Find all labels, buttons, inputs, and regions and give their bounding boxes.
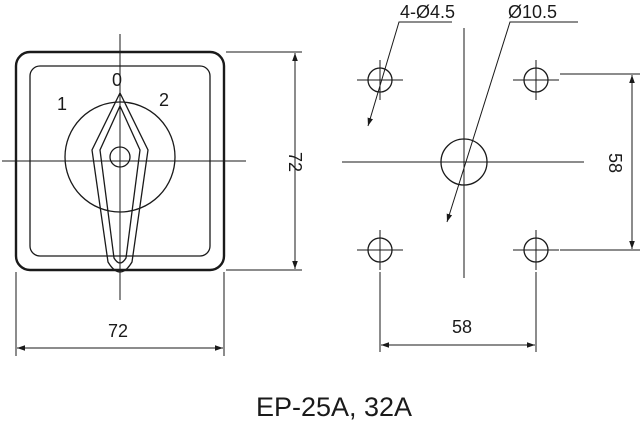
mount-hole-callout: 4-Ø4.5: [400, 2, 455, 22]
position-label-2: 2: [159, 90, 169, 110]
panel-cutout-view: 4-Ø4.5 Ø10.5 58 58: [342, 2, 640, 352]
center-hole-leader: [446, 21, 578, 223]
mount-hole-top-right: [513, 60, 559, 100]
center-hole-callout: Ø10.5: [508, 2, 557, 22]
mount-hole-bottom-left: [357, 230, 403, 270]
model-caption: EP-25A, 32A: [256, 392, 412, 422]
center-hole: [440, 138, 488, 186]
vertical-spacing-label: 58: [605, 153, 625, 173]
position-label-1: 1: [57, 94, 67, 114]
mount-hole-bottom-right: [513, 230, 559, 270]
height-dimension-label: 72: [285, 152, 305, 172]
mount-hole-top-left: [357, 60, 403, 100]
horizontal-spacing-label: 58: [452, 317, 472, 337]
position-label-0: 0: [112, 70, 122, 90]
width-dimension-label: 72: [108, 321, 128, 341]
mount-hole-leader: [367, 21, 452, 127]
switch-front-view: 1 0 2 72 72: [2, 34, 305, 356]
